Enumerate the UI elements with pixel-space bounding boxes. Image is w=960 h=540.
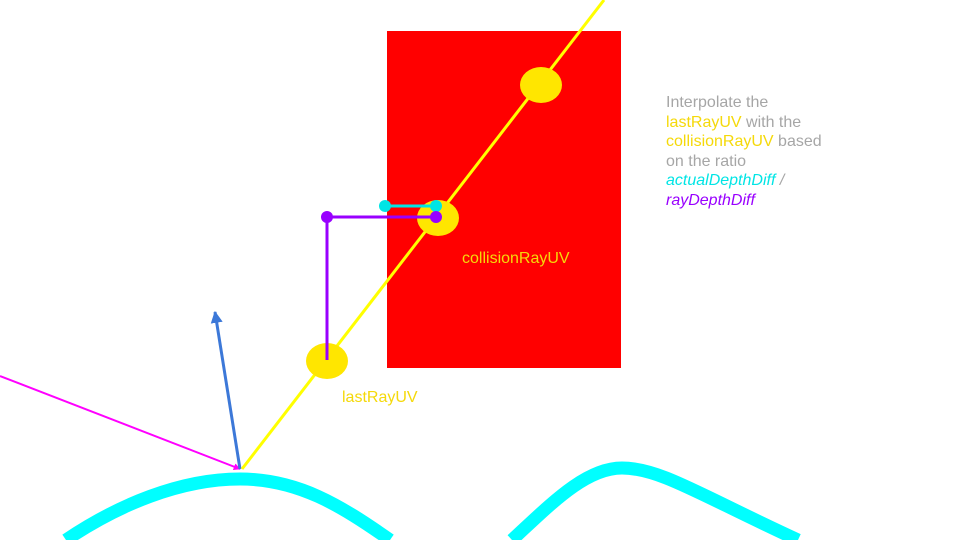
note-line-2: lastRayUV with the	[666, 113, 866, 133]
note-line-3: collisionRayUV based	[666, 132, 866, 152]
note-text: Interpolate the	[666, 94, 769, 111]
actual-depth-diff-start-dot	[379, 200, 391, 212]
collision-ray-uv-label: collisionRayUV	[462, 250, 570, 267]
actual-depth-diff-end-dot	[430, 200, 442, 212]
note-ray-depth-diff: rayDepthDiff	[666, 191, 755, 209]
note-text: with the	[741, 113, 802, 131]
note-line-5: actualDepthDiff /	[666, 171, 866, 191]
ray-depth-diff-end-dot	[430, 211, 442, 223]
note-text: on the ratio	[666, 152, 747, 170]
interpolation-note: Interpolate the lastRayUV with the colli…	[666, 93, 866, 210]
surface-normal-arrow	[210, 310, 242, 470]
occluder-block	[387, 31, 621, 368]
note-line-4: on the ratio	[666, 152, 866, 172]
note-text: based	[773, 133, 822, 150]
note-slash: /	[775, 172, 785, 189]
note-actual-depth-diff: actualDepthDiff	[666, 172, 776, 189]
ray-sample-marker	[520, 67, 562, 103]
note-line-1: Interpolate the	[666, 93, 866, 113]
note-collision-ray-uv: collisionRayUV	[666, 133, 774, 150]
last-ray-uv-label: lastRayUV	[342, 389, 418, 406]
ray-depth-diff-start-dot	[321, 211, 333, 223]
surface-wave-right	[507, 461, 801, 540]
incoming-ray-arrow	[0, 375, 241, 470]
last-ray-uv-marker	[306, 343, 348, 379]
note-last-ray-uv: lastRayUV	[666, 113, 742, 131]
note-line-6: rayDepthDiff	[666, 191, 866, 211]
surface-wave-left	[62, 472, 394, 540]
